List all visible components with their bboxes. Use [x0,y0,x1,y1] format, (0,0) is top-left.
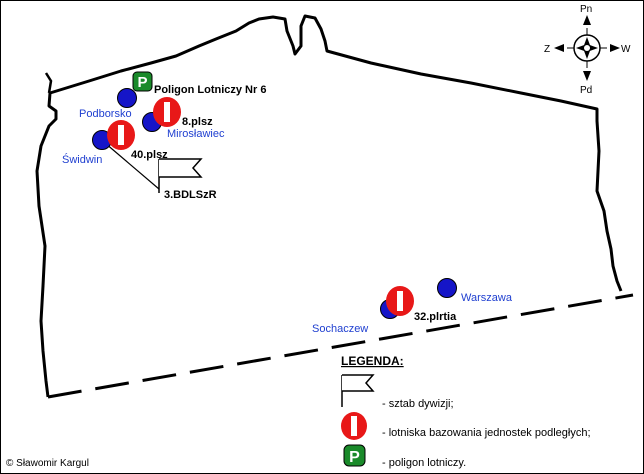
legend-title: LEGENDA: [341,354,404,368]
label-warszawa: Warszawa [461,292,513,304]
label-miroslawiec: Mirosławiec [167,128,225,140]
country-border [35,14,623,398]
airbase-marker-40plsz [107,120,135,150]
svg-text:P: P [349,449,360,466]
compass-w: Z [544,44,550,55]
legend-item-hq: - sztab dywizji; [382,398,454,410]
dashed-line [47,293,634,399]
compass-e: W [621,44,631,55]
label-sochaczew: Sochaczew [312,323,368,335]
legend-item-polygon: - poligon lotniczy. [382,457,466,469]
legend-polygon-icon: P [343,444,366,467]
copyright: © Sławomir Kargul [6,458,89,469]
town-marker-podborsko [117,88,137,108]
flag-icon [159,158,203,178]
label-poligon: Poligon Lotniczy Nr 6 [154,84,266,96]
coast-stub [44,72,53,94]
label-32plrtia: 32.plrtia [414,311,457,323]
label-8plsz: 8.plsz [182,116,213,128]
svg-text:P: P [137,74,147,91]
legend-item-airbase: - lotniska bazowania jednostek podległyc… [382,427,591,439]
town-marker-warszawa [437,278,457,298]
label-40plsz: 40.plsz [131,149,168,161]
legend-airbase-icon [341,412,367,440]
compass-s: Pd [580,85,592,96]
compass-rose: Pn Pd Z W [544,4,631,96]
label-podborsko: Podborsko [79,108,132,120]
compass-n: Pn [580,4,592,15]
legend: LEGENDA: - sztab dywizji; - lotniska baz… [341,354,591,469]
label-swidwin: Świdwin [62,153,102,166]
airbase-marker-8plsz [153,97,181,127]
legend-flag-icon [342,374,375,392]
hq-leader-line [104,142,160,190]
polygon-marker: P [132,71,153,92]
airbase-marker-32plrtia [386,286,414,316]
label-3bdlszr: 3.BDLSzR [164,189,217,201]
